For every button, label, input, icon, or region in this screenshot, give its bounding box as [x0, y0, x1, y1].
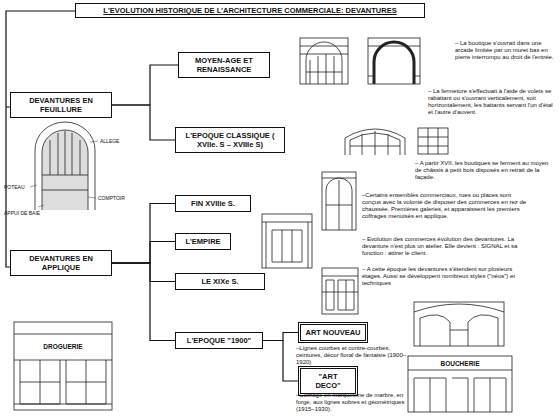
period-box: L'EPOQUE CLASSIQUE ( XVIIe. S – XVIIIe S…	[175, 127, 285, 153]
note-text: – A partir XVII. les boutiques se fermen…	[415, 160, 555, 181]
arch-sketch	[300, 38, 420, 84]
tree-connector	[263, 341, 298, 382]
tree-connector	[112, 263, 175, 341]
period-box: ART NOUVEAU	[298, 322, 368, 343]
note-text: – La boutique s'ouvrait dans une arcade …	[455, 40, 555, 61]
feuillure-sketch	[30, 122, 98, 210]
period-box: MOYEN-AGE ET RENAISSANCE	[178, 52, 270, 78]
tree-connector	[112, 65, 178, 105]
box-text: DEVANTURES EN APPLIQUE	[15, 254, 107, 272]
box-text: FIN XVIIIe S.	[180, 199, 246, 208]
facade-sketch	[262, 214, 312, 268]
period-box: FIN XVIIIe S.	[175, 195, 251, 212]
part-label: APPUI DE BAIE	[4, 210, 54, 216]
facade-sketch	[322, 172, 356, 230]
note-text: – La fermeture s'effectuait à l'aide de …	[428, 88, 556, 116]
box-text: L'EMPIRE	[180, 237, 226, 246]
note-text: – A cette époque les devantures s'étende…	[362, 266, 532, 287]
period-box: DEVANTURES EN APPLIQUE	[10, 250, 112, 276]
tree-connector	[263, 333, 298, 341]
box-text: L'EPOQUE "1900"	[180, 336, 258, 345]
shop-sketch	[408, 356, 512, 412]
shop-sketch	[414, 302, 504, 346]
box-text: L'EPOQUE CLASSIQUE ( XVIIe. S – XVIIIe S…	[180, 131, 280, 149]
period-box: L'EPOQUE "1900"	[175, 332, 263, 349]
part-label: COMPTOIR	[98, 195, 138, 201]
period-box: L'EMPIRE	[175, 233, 231, 250]
box-text: MOYEN-AGE ET RENAISSANCE	[183, 56, 265, 74]
note-text: – Evolution des commerces évolution des …	[362, 236, 532, 257]
diagram-title: L'EVOLUTION HISTORIQUE DE L'ARCHITECTURE…	[75, 3, 425, 18]
period-box: LE XIXe S.	[175, 273, 265, 290]
facade-sketch	[322, 268, 358, 314]
period-box: DEVANTURES EN FEUILLURE	[10, 92, 112, 118]
note-text: –Lignes courbes et contre-courbes, ceint…	[296, 345, 408, 366]
box-text: LE XIXe S.	[180, 277, 260, 286]
period-box: "ART DECO"	[298, 366, 358, 396]
tree-connector	[112, 105, 175, 140]
note-text: –Certains ensembles commerciaux, rues ou…	[362, 192, 530, 220]
shop-sign: DROGUERIE	[24, 343, 102, 350]
classical-sketch	[345, 128, 448, 155]
part-label: ALLEGE	[100, 138, 140, 144]
tree-connector	[112, 242, 175, 264]
part-label: POTEAU	[4, 184, 34, 190]
tree-connector	[112, 204, 175, 264]
box-text: DEVANTURES EN FEUILLURE	[15, 96, 107, 114]
note-text: –Coffrage en marqueterie de marbre, en f…	[296, 392, 406, 413]
tree-connector	[112, 263, 175, 282]
box-text: ART NOUVEAU	[305, 328, 361, 337]
shop-sign: BOUCHERIE	[422, 360, 498, 367]
box-text: "ART DECO"	[305, 372, 351, 390]
shop-sketch	[14, 322, 112, 410]
